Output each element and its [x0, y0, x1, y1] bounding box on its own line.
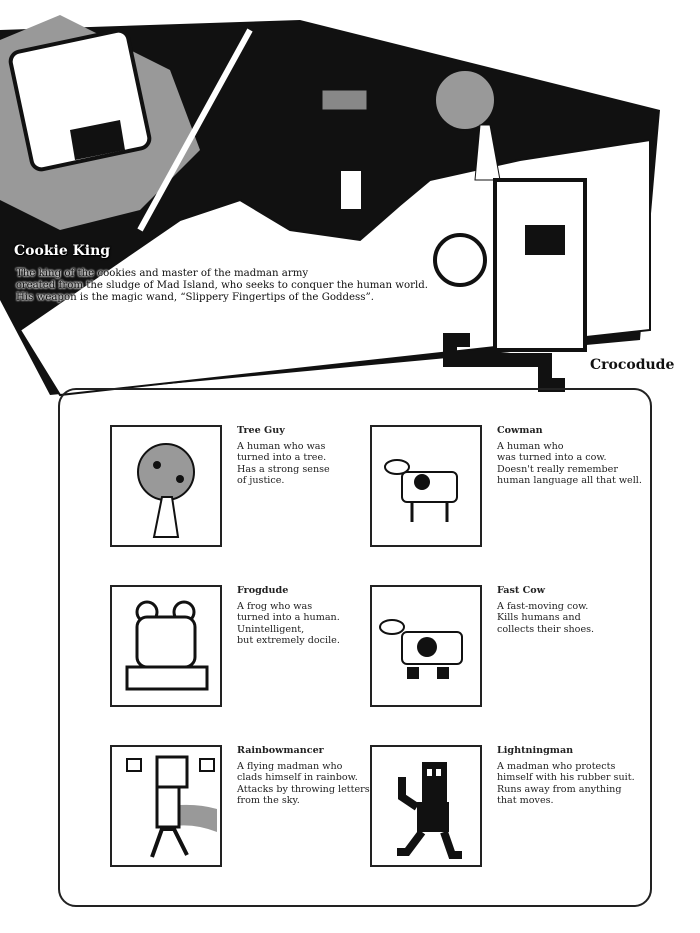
hero-desc-line: The king of the cookies and master of th… — [16, 268, 309, 279]
character-desc-line: Doesn't really remember — [497, 463, 618, 475]
character-desc-line: but extremely docile. — [237, 635, 340, 646]
character-desc-line: collects their shoes. — [497, 623, 595, 635]
character-portrait — [370, 745, 482, 867]
hero-name: Cookie King — [14, 243, 111, 259]
character-desc-line: Unintelligent, — [237, 623, 305, 635]
character-name: Tree Guy — [237, 425, 285, 436]
character-desc-line: from the sky. — [237, 795, 300, 806]
character-info: Fast Cow A fast-moving cow.Kills humans a… — [497, 585, 594, 635]
tree-guy-illustration — [137, 443, 195, 538]
second-hero-name: Crocodude — [590, 357, 675, 373]
character-portrait — [370, 425, 482, 547]
crocodude — [493, 178, 587, 352]
character-panel — [58, 388, 652, 907]
cowman-illustration — [384, 459, 458, 522]
character-desc-line: of justice. — [237, 475, 285, 486]
character-desc-line: clads himself in rainbow. — [237, 772, 358, 783]
character-desc-line: A fast-moving cow. — [497, 600, 589, 612]
floating-block — [321, 89, 368, 111]
character-name: Rainbowmancer — [237, 745, 324, 756]
hero-description: The king of the cookies and master of th… — [16, 268, 428, 304]
character-desc-line: turned into a tree. — [237, 452, 327, 463]
hero-desc-line: created from the sludge of Mad Island, w… — [16, 280, 429, 291]
character-desc-line: himself with his rubber suit. — [497, 772, 635, 783]
character-name: Lightningman — [497, 745, 574, 756]
toilet-roll — [433, 233, 487, 287]
character-desc-line: Has a strong sense — [237, 463, 330, 475]
character-desc-line: human language all that well. — [497, 475, 642, 486]
character-portrait — [110, 585, 222, 707]
character-portrait — [110, 425, 222, 547]
character-name: Cowman — [497, 425, 543, 436]
character-desc-line: Kills humans and — [497, 612, 581, 623]
character-portrait — [370, 585, 482, 707]
character-name: Fast Cow — [497, 585, 545, 596]
character-desc-line: A flying madman who — [237, 760, 343, 772]
crocodude-legs — [443, 333, 565, 392]
character-desc-line: that moves. — [497, 795, 554, 806]
magic-wand — [137, 28, 253, 232]
crocodude-face — [525, 225, 565, 255]
character-desc-line: Runs away from anything — [497, 783, 622, 795]
fast-cow-illustration — [379, 619, 463, 679]
character-name: Frogdude — [237, 585, 289, 596]
character-portrait — [110, 745, 222, 867]
cookie-king-teeth — [70, 120, 125, 160]
character-desc-line: Attacks by throwing letters — [237, 783, 370, 795]
rainbowmancer-illustration — [126, 755, 217, 858]
character-card-fast-cow: Fast Cow A fast-moving cow.Kills humans a… — [370, 585, 630, 710]
frogdude-illustration — [125, 600, 209, 691]
character-desc-line: turned into a human. — [237, 612, 340, 623]
character-desc-line: A frog who was — [237, 600, 313, 612]
character-desc-line: A human who was — [237, 440, 326, 452]
hero-desc-line: His weapon is the magic wand, “Slippery … — [16, 292, 374, 303]
character-desc-line: A madman who protects — [497, 760, 616, 772]
title-artwork — [0, 15, 660, 397]
tree — [434, 69, 496, 131]
character-desc-line: was turned into a cow. — [497, 452, 607, 463]
lightningman-illustration — [397, 762, 462, 859]
character-desc-line: A human who — [497, 440, 564, 452]
tiny-madman — [339, 169, 363, 211]
